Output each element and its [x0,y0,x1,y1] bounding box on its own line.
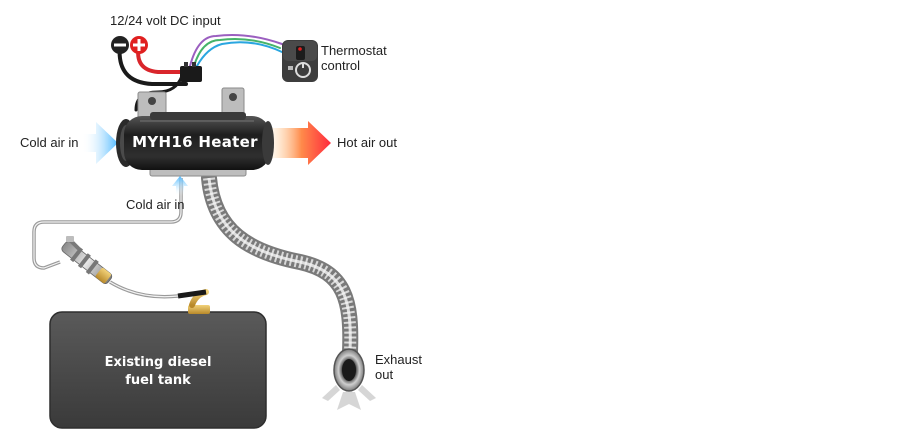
thermostat-dial-icon [282,40,318,82]
fuel-tank-label-line2: fuel tank [125,373,191,388]
hot-air-out-arrow [272,121,331,165]
cold-air-in-label: Cold air in [20,135,79,150]
cold-air-in-arrow [82,122,118,164]
fuel-tank-label: Existing diesel fuel tank [52,354,264,390]
cold-air-in-bottom-label: Cold air in [126,197,185,212]
exhaust-label: Exhaust out [375,352,422,382]
minus-icon [111,36,129,54]
plus-icon [130,36,148,54]
fuel-tank [49,311,267,429]
exhaust-outlet-icon [322,348,376,410]
exhaust-label-line1: Exhaust [375,352,422,367]
thermostat-label: Thermostat control [321,43,387,73]
power-input-label: 12/24 volt DC input [110,13,221,28]
thermostat-label-line1: Thermostat [321,43,387,58]
hot-air-out-label: Hot air out [337,135,397,150]
wire-connector [180,62,202,82]
heater-unit [116,112,274,170]
thermostat-label-line2: control [321,58,361,73]
fuel-line [32,178,207,299]
heater-label: MYH16 Heater [132,133,258,151]
fuel-tank-label-line1: Existing diesel [104,355,212,370]
cold-air-in-bottom-arrow [172,176,188,196]
exhaust-label-line2: out [375,367,394,382]
fuel-pump [61,236,113,284]
exhaust-hose [201,170,359,360]
